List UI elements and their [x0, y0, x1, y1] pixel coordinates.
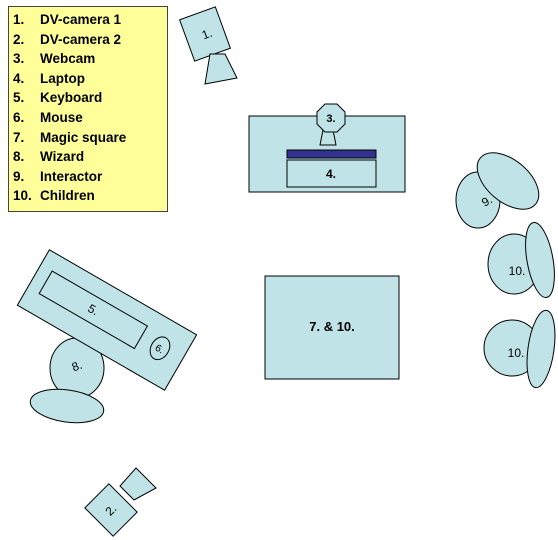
legend-item: 7.Magic square	[13, 129, 127, 145]
legend-item: 4.Laptop	[13, 70, 85, 86]
wizard-label: 8.	[70, 358, 84, 375]
legend-item: 2.DV-camera 2	[13, 31, 122, 47]
legend-item: 3.Webcam	[13, 51, 96, 67]
wizard: 8.	[29, 337, 105, 424]
keyboard-bar	[286, 149, 377, 159]
legend: 1.DV-camera 1 2.DV-camera 2 3.Webcam 4.L…	[8, 6, 168, 212]
webcam: 3.	[316, 103, 346, 146]
child-upper: 10.	[487, 222, 555, 298]
legend-item: 6.Mouse	[13, 109, 83, 125]
legend-item: 10.Children	[13, 188, 95, 204]
legend-item: 8.Wizard	[13, 149, 85, 165]
dv-camera-1: 1.	[178, 6, 238, 85]
dv-camera-2: 2.	[84, 467, 157, 537]
magic-square-area	[264, 275, 400, 380]
mouse	[149, 336, 171, 361]
child-lower-label: 10.	[508, 346, 525, 360]
child-lower: 10.	[483, 309, 556, 389]
interactor-body	[476, 152, 540, 210]
legend-item: 5.Keyboard	[13, 90, 103, 106]
wizard-body	[29, 388, 105, 424]
magic-square-label: 7. & 10.	[309, 319, 355, 334]
webcam-head	[316, 103, 346, 133]
camera-1-label: 1.	[200, 26, 214, 43]
laptop-table: 4.	[248, 115, 406, 193]
child-upper-body	[525, 222, 555, 298]
magic-square: 7. & 10.	[264, 275, 400, 380]
camera-2-body	[84, 483, 138, 537]
legend-item: 9.Interactor	[13, 168, 103, 184]
laptop-label: 4.	[326, 167, 336, 181]
child-lower-body	[526, 309, 556, 389]
interactor: 9.	[455, 152, 540, 229]
laptop	[286, 159, 377, 188]
child-upper-label: 10.	[509, 264, 526, 278]
legend-item: 1.DV-camera 1	[13, 12, 122, 27]
webcam-label: 3.	[326, 113, 335, 125]
camera-lens	[204, 53, 238, 85]
wizard-table: 5. 6.	[16, 249, 198, 391]
keyboard	[38, 270, 149, 350]
camera-2-lens	[119, 467, 157, 501]
